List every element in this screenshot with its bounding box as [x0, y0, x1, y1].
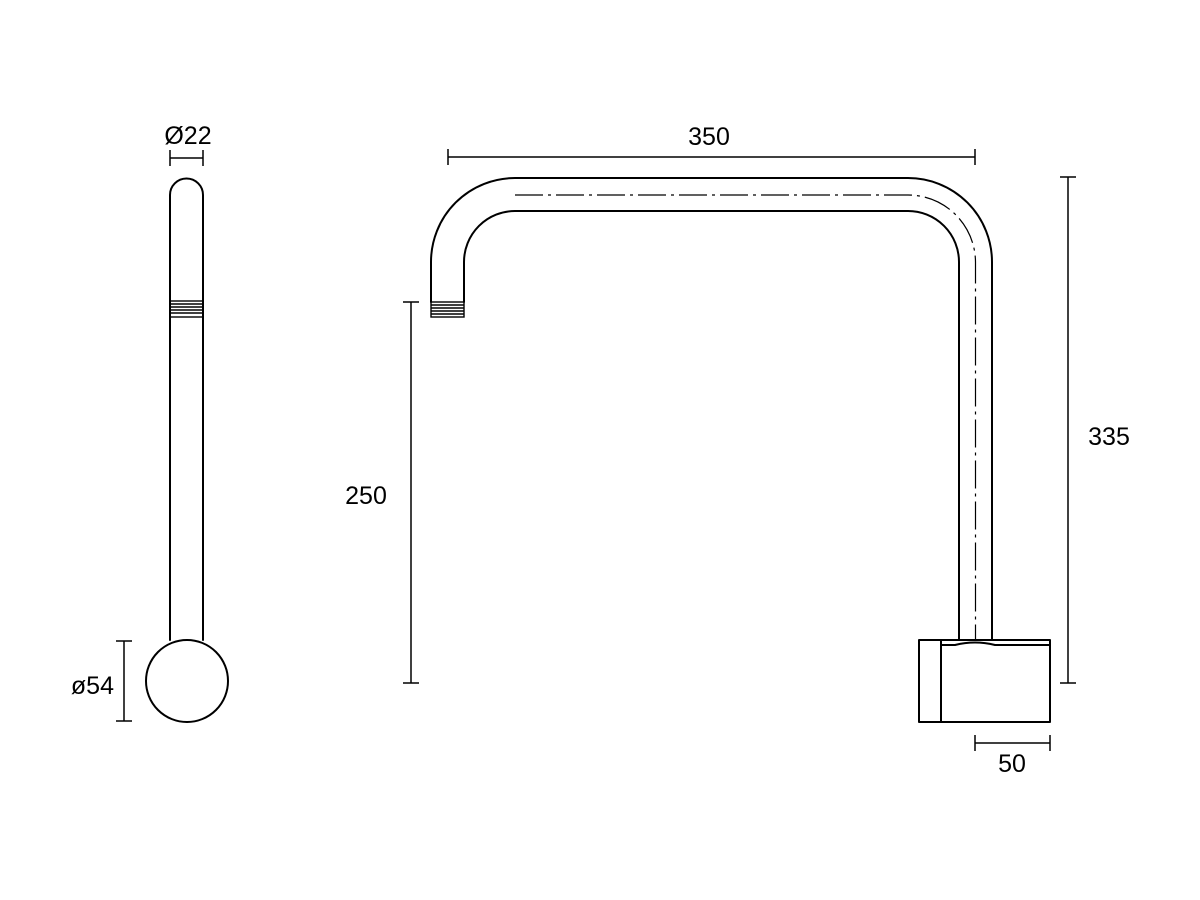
wall-base-block: [918, 639, 1051, 723]
outlet-thread: [430, 301, 465, 318]
arm-inner-outline: [463, 210, 960, 641]
total-height-label: 335: [1088, 423, 1130, 451]
dim-base-depth: 50: [974, 735, 1051, 778]
dim-pipe-diameter: Ø22: [164, 122, 212, 166]
dim-base-diameter: ø54: [71, 640, 132, 722]
width-label: 350: [688, 123, 730, 151]
drop-height-label: 250: [345, 482, 387, 510]
dim-width: 350: [447, 123, 976, 165]
dim-total-height: 335: [1060, 176, 1130, 684]
side-thread: [169, 300, 204, 318]
side-pipe-outline: [169, 177, 204, 641]
front-view: 350 250 335 50: [345, 123, 1130, 778]
arm-outer-outline: [430, 177, 993, 641]
base-depth-label: 50: [998, 750, 1026, 778]
dim-drop-height: 250: [345, 301, 419, 684]
side-view: Ø22 ø54: [71, 122, 229, 723]
arm-centre-line: [515, 194, 977, 640]
pipe-diameter-label: Ø22: [164, 122, 211, 150]
side-base-circle: [145, 639, 229, 723]
base-diameter-label: ø54: [71, 672, 114, 700]
